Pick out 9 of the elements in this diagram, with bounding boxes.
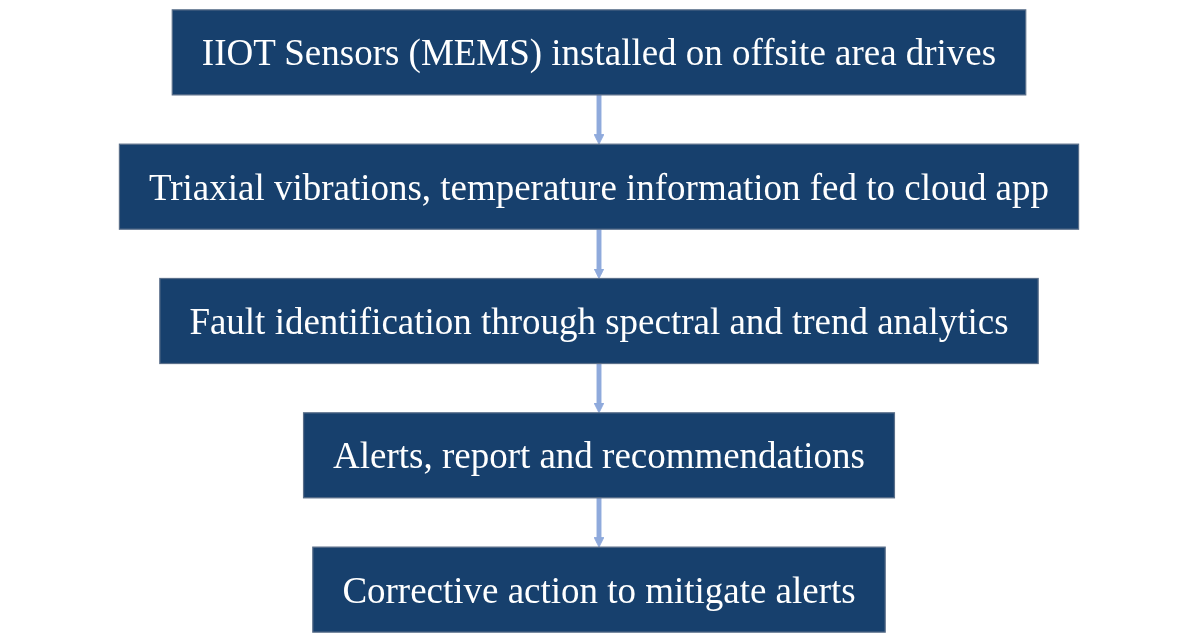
node-box: Alerts, report and recommendations — [302, 412, 896, 499]
arrow — [593, 94, 605, 145]
node-box: Fault identification through spectral and trend analytics — [159, 277, 1039, 365]
node-box: Corrective action to mitigate alerts — [312, 546, 886, 633]
node-box: Triaxial vibrations, temperature information fed to cloud app — [118, 143, 1080, 230]
arrow — [593, 229, 605, 279]
arrow — [593, 363, 605, 414]
arrow — [593, 497, 605, 548]
node-box: IIOT Sensors (MEMS) installed on offsite area drives — [171, 9, 1027, 96]
